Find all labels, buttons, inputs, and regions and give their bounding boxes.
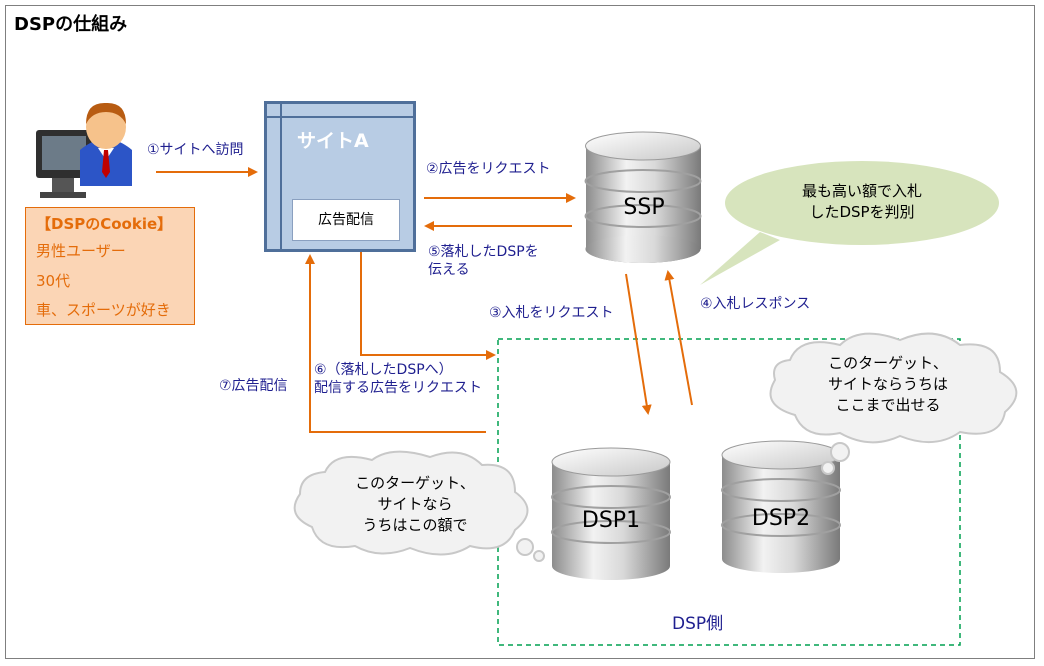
dsp1-server-icon: [551, 447, 671, 580]
arrow-bid-response: [664, 270, 693, 406]
cookie-line-interest: 車、スポーツが好き: [36, 301, 171, 319]
arrow-bid-request: [625, 273, 652, 415]
arrow-ad-delivery: [305, 254, 486, 433]
diagram-title: DSPの仕組み: [14, 14, 128, 35]
user-computer-icon: [36, 102, 132, 198]
dsp1-bubble-line3: うちはこの額で: [362, 516, 468, 534]
dsp-group-box: [497, 338, 961, 646]
dsp2-bubble-line1: このターゲット、: [828, 354, 948, 372]
step-2-label: ②広告をリクエスト: [426, 161, 551, 177]
site-a-title: サイトA: [297, 130, 369, 152]
dsp-group-label: DSP側: [672, 614, 724, 634]
dsp1-thought-cloud: [293, 450, 545, 562]
dsp2-server-icon: [721, 440, 841, 573]
dsp2-label: DSP2: [751, 506, 811, 531]
flow-arrows: [156, 167, 693, 433]
ssp-server-icon: [584, 131, 702, 263]
step-1-label: ①サイトへ訪問: [147, 142, 244, 158]
dsp2-bubble-line2: サイトならうちは: [827, 375, 948, 393]
dsp-cookie-box: 【DSPのCookie】 男性ユーザー 30代 車、スポーツが好き: [25, 207, 195, 325]
cookie-line-age: 30代: [36, 271, 71, 290]
step-5-label-line2: 伝える: [428, 262, 470, 278]
step-6-label-line2: 配信する広告をリクエスト: [314, 380, 482, 396]
dsp1-bubble-line2: サイトなら: [377, 495, 453, 513]
ssp-bubble-line1: 最も高い額で入札: [801, 182, 922, 200]
dsp2-thought-cloud: [769, 332, 1018, 475]
dsp2-bubble-text: このターゲット、 サイトならうちは ここまで出せる: [808, 353, 968, 416]
site-frame-horizontal-bar: [267, 116, 413, 118]
dsp2-bubble-line3: ここまで出せる: [835, 396, 941, 414]
ssp-bubble-text: 最も高い額で入札 したDSPを判別: [782, 181, 942, 223]
dsp1-bubble-line1: このターゲット、: [355, 474, 475, 492]
site-frame-vertical-bar: [280, 104, 282, 249]
step-4-label: ④入札レスポンス: [700, 296, 811, 312]
step-5-label-line1: ⑤落札したDSPを: [428, 244, 539, 260]
ssp-label: SSP: [623, 195, 665, 220]
ssp-speech-bubble: [700, 161, 999, 285]
dsp1-label: DSP1: [581, 508, 641, 533]
step-7-label: ⑦広告配信: [219, 378, 288, 394]
dsp1-bubble-text: このターゲット、 サイトなら うちはこの額で: [335, 473, 495, 536]
ad-slot-box: 広告配信: [292, 199, 400, 241]
ssp-bubble-line2: したDSPを判別: [809, 203, 915, 221]
step-6-label-line1: ⑥（落札したDSPへ）: [314, 362, 453, 378]
arrow-ad-request-to-dsp: [360, 250, 496, 360]
diagram-frame: [5, 5, 1035, 659]
cookie-line-gender: 男性ユーザー: [36, 242, 126, 260]
cookie-title: 【DSPのCookie】: [36, 215, 173, 233]
step-3-label: ③入札をリクエスト: [489, 305, 614, 321]
